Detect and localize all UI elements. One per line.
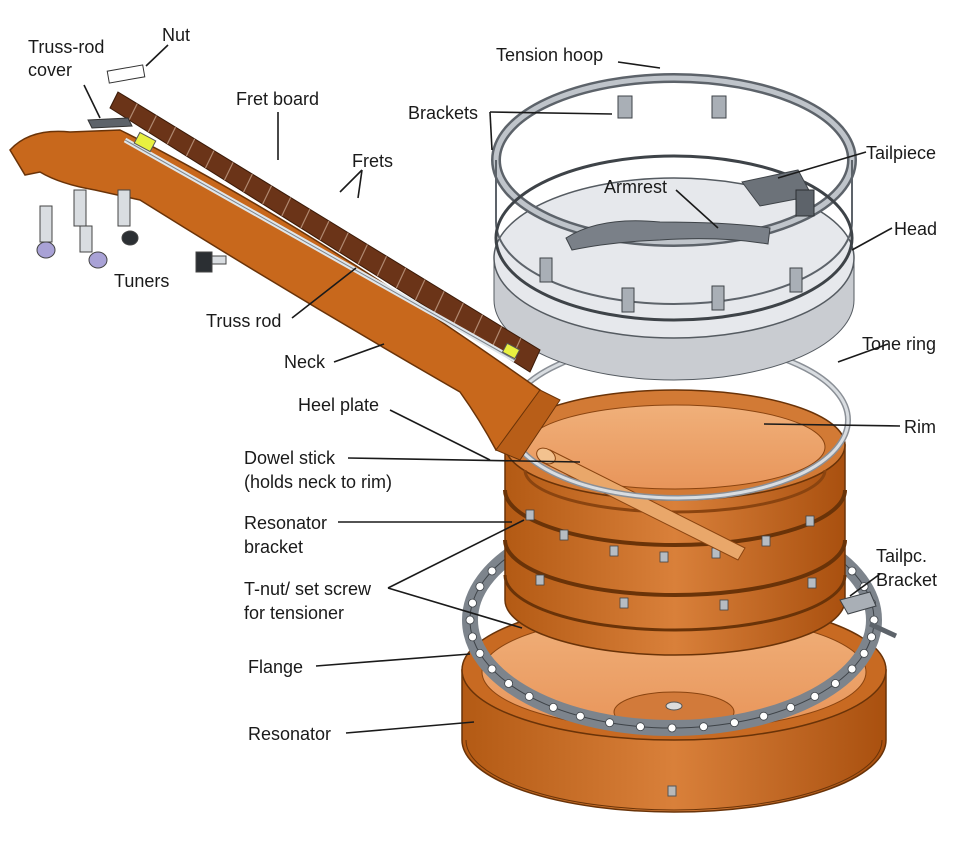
label-truss-rod-cover-line-2: cover <box>28 60 73 80</box>
tailpiece-bracket-part <box>839 591 898 639</box>
label-armrest: Armrest <box>604 177 667 197</box>
label-t-nut-line-1: T-nut/ set screw <box>244 579 372 599</box>
label-resonator: Resonator <box>248 724 332 744</box>
dowel-stick-part <box>536 447 746 561</box>
flange-hole <box>475 582 485 591</box>
tuners-part <box>36 189 227 273</box>
fret-line <box>414 279 426 301</box>
label-frets: Frets <box>352 151 394 171</box>
label-neck: Neck <box>284 352 326 372</box>
flange-hole <box>867 632 876 642</box>
fret-line <box>147 115 157 133</box>
flange-hole <box>504 679 514 688</box>
label-head: Head <box>894 219 938 239</box>
rim-part <box>503 389 847 656</box>
label-nut: Nut <box>162 25 191 45</box>
flange-hole <box>759 711 769 721</box>
fret-line <box>300 209 311 229</box>
label-tone-ring: Tone ring <box>862 334 937 354</box>
label-flange: Flange <box>248 657 304 677</box>
label-dowel-stick-line-1: Dowel stick <box>244 448 336 468</box>
fret-line <box>357 244 368 265</box>
fret-line <box>262 185 273 205</box>
label-heel-plate: Heel plate <box>298 395 380 415</box>
fret-line <box>223 162 234 181</box>
flange-hole <box>548 703 558 712</box>
fret-line <box>376 255 388 277</box>
flange-hole <box>847 566 857 576</box>
flange-hole <box>575 711 585 721</box>
flange-hole <box>468 632 477 642</box>
fret-line <box>166 126 177 145</box>
fret-line <box>243 173 253 193</box>
label-dowel-stick-line-2: (holds neck to rim) <box>244 472 393 492</box>
fret-line <box>185 138 196 157</box>
fret-line <box>491 326 503 349</box>
label-tension-hoop: Tension hoop <box>496 45 604 65</box>
fret-line <box>472 314 484 337</box>
label-tuners: Tuners <box>114 271 170 291</box>
leader-lines <box>83 44 901 734</box>
fret-line <box>128 103 138 121</box>
fret-line <box>395 267 407 289</box>
flange-hole <box>859 649 869 658</box>
flange-hole <box>605 718 614 728</box>
label-truss-rod: Truss rod <box>206 311 282 331</box>
fret-line <box>204 150 215 169</box>
label-tailpiece: Tailpiece <box>866 143 937 163</box>
flange-hole <box>487 664 497 674</box>
flange-hole <box>810 692 820 701</box>
label-resonator-bracket-line-2: bracket <box>244 537 304 557</box>
fret-line <box>319 220 330 241</box>
fret-line <box>338 232 349 253</box>
flange-hole <box>524 692 534 701</box>
label-rim: Rim <box>904 417 936 437</box>
flange-hole <box>465 615 475 625</box>
flange-hole <box>487 566 497 576</box>
tailpiece-part <box>741 169 815 217</box>
label-tailpiece-bracket-line-2: Bracket <box>876 570 938 590</box>
neck-part <box>9 64 561 461</box>
label-truss-rod-cover-line-1: Truss-rod <box>28 37 105 57</box>
label-resonator-bracket-line-1: Resonator <box>244 513 328 533</box>
flange-hole <box>636 722 645 732</box>
flange-hole <box>475 649 485 658</box>
flange-hole <box>847 664 857 674</box>
flange-hole <box>730 718 739 728</box>
label-tailpiece-bracket-line-1: Tailpc. <box>876 546 928 566</box>
label-t-nut-line-2: for tensioner <box>244 603 345 623</box>
flange-hole <box>667 723 677 733</box>
flange-hole <box>699 722 708 732</box>
fret-line <box>281 197 292 217</box>
flange-hole <box>786 703 796 712</box>
flange-hole <box>468 598 477 608</box>
fret-line <box>453 302 464 325</box>
fret-line <box>433 291 445 313</box>
armrest-part <box>565 220 771 251</box>
tension-hoop-part <box>491 73 857 322</box>
label-brackets: Brackets <box>408 103 479 123</box>
label-fret-board: Fret board <box>236 89 320 109</box>
flange-hole <box>831 679 840 688</box>
